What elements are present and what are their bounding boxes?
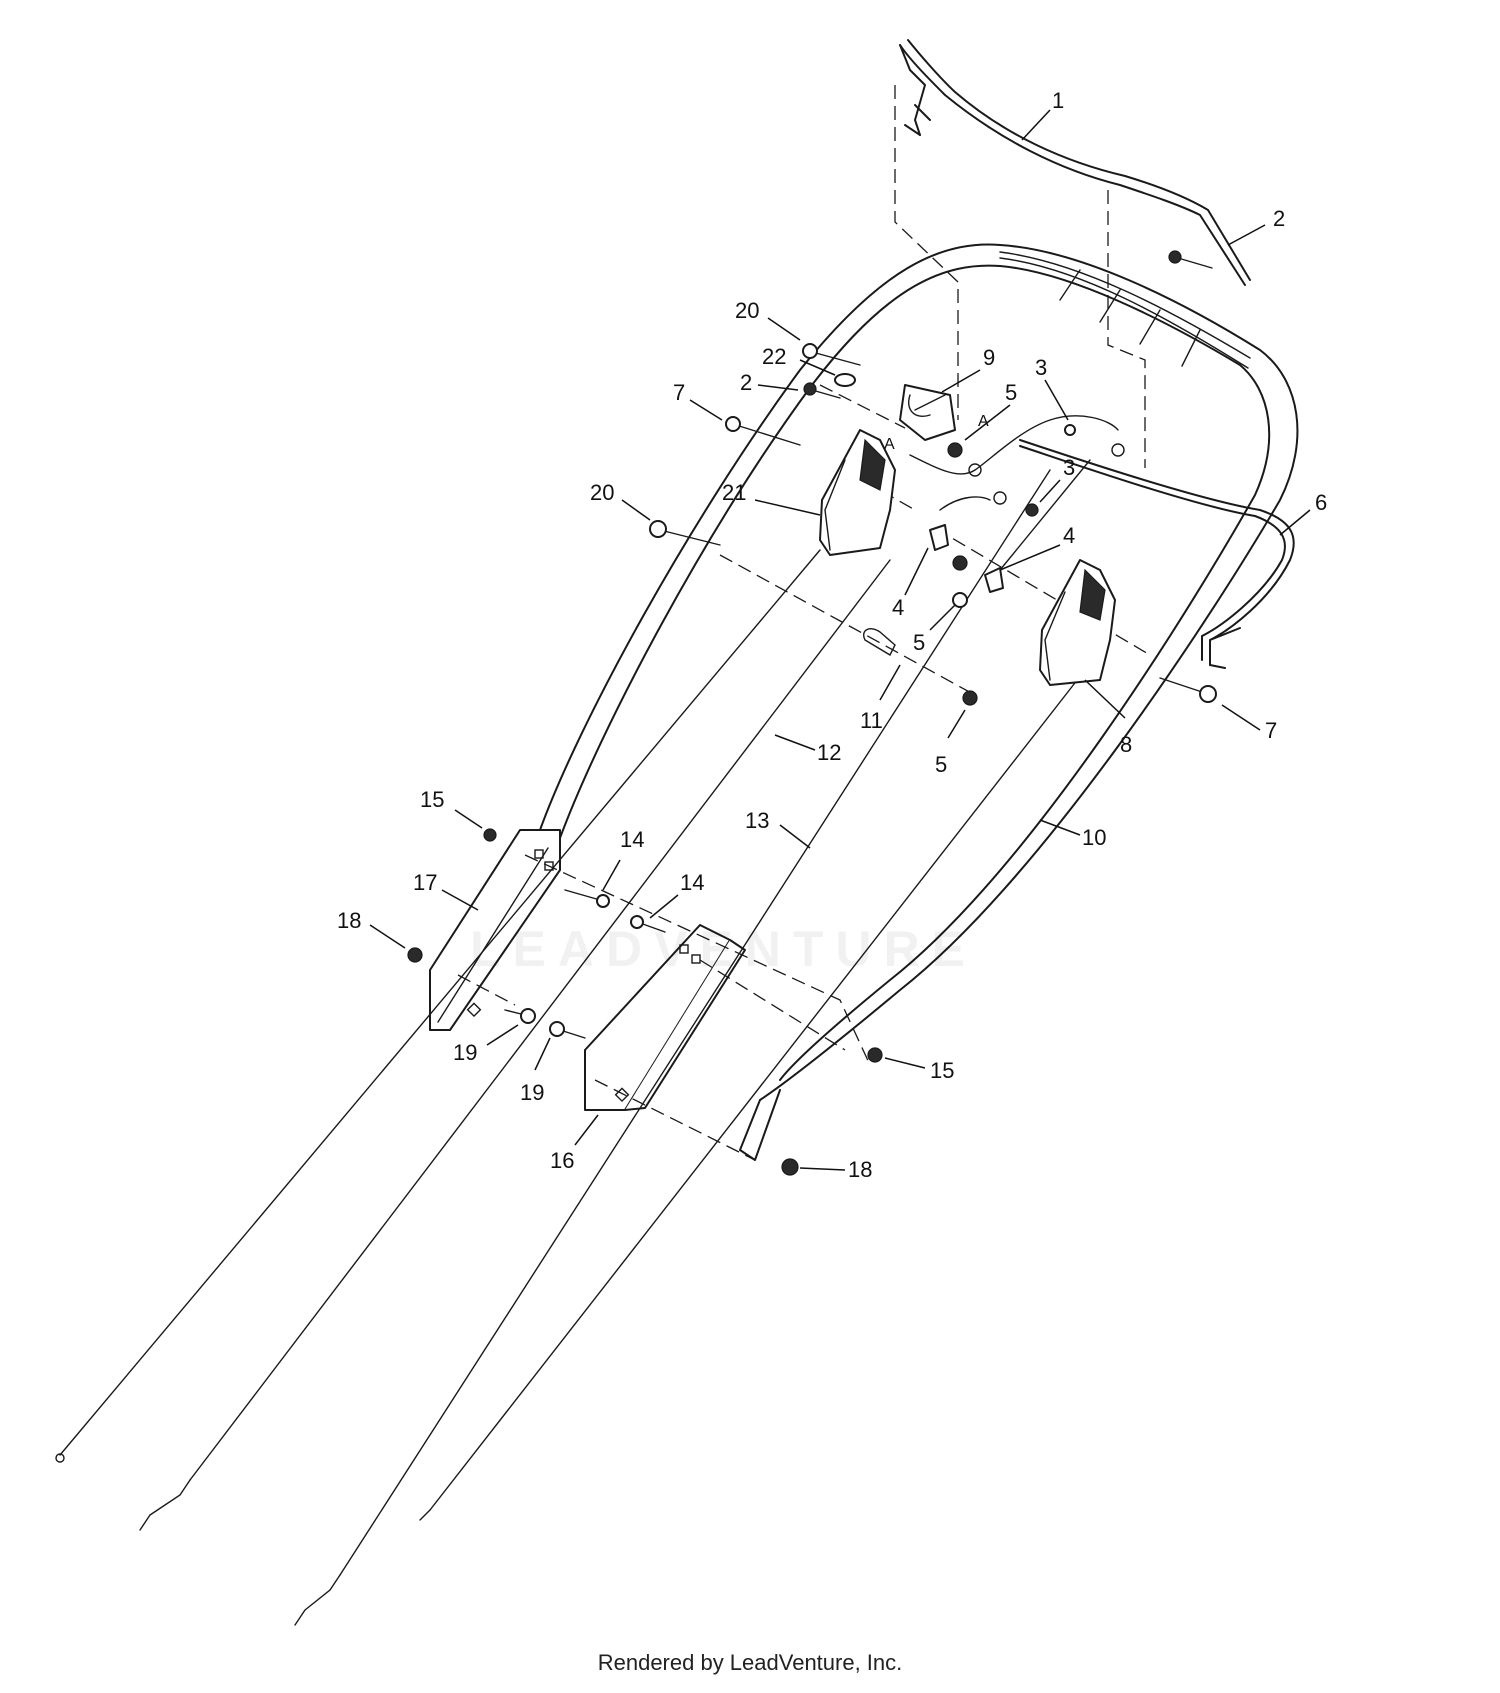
callout-12: 12 bbox=[774, 734, 841, 765]
callout-2: 2 bbox=[740, 370, 799, 395]
callout-15: 15 bbox=[420, 787, 483, 829]
svg-text:14: 14 bbox=[680, 870, 704, 895]
callout-4: 4 bbox=[999, 523, 1075, 571]
svg-text:7: 7 bbox=[1265, 718, 1277, 743]
svg-text:3: 3 bbox=[1063, 455, 1075, 480]
callout-17: 17 bbox=[413, 870, 479, 911]
callout-3: 3 bbox=[1035, 355, 1069, 421]
svg-text:2: 2 bbox=[740, 370, 752, 395]
footer-credit: Rendered by LeadVenture, Inc. bbox=[597, 1650, 903, 1675]
callout-19: 19 bbox=[453, 1024, 519, 1065]
callout-6: 6 bbox=[1279, 490, 1327, 536]
svg-text:18: 18 bbox=[848, 1157, 872, 1182]
callout-2: 2 bbox=[1227, 206, 1285, 246]
svg-text:20: 20 bbox=[735, 298, 759, 323]
svg-text:8: 8 bbox=[1120, 732, 1132, 757]
callout-18: 18 bbox=[799, 1157, 872, 1182]
svg-text:19: 19 bbox=[453, 1040, 477, 1065]
callout-1: 1 bbox=[1021, 88, 1064, 141]
cables bbox=[55, 469, 1086, 1626]
svg-text:12: 12 bbox=[817, 740, 841, 765]
svg-text:17: 17 bbox=[413, 870, 437, 895]
callout-3: 3 bbox=[1039, 455, 1075, 503]
callout-13: 13 bbox=[745, 808, 811, 849]
callout-15: 15 bbox=[884, 1057, 954, 1083]
svg-text:7: 7 bbox=[673, 380, 685, 405]
svg-text:9: 9 bbox=[983, 345, 995, 370]
callout-5: 5 bbox=[964, 380, 1017, 441]
callout-8: 8 bbox=[1084, 679, 1132, 757]
svg-text:1: 1 bbox=[1052, 88, 1064, 113]
bail-6 bbox=[1019, 439, 1295, 669]
svg-text:18: 18 bbox=[337, 908, 361, 933]
bracket-9 bbox=[899, 384, 956, 441]
callout-18: 18 bbox=[337, 908, 406, 949]
lever-8 bbox=[1039, 559, 1116, 686]
assembly-letter-a: A bbox=[884, 436, 895, 453]
callout-9: 9 bbox=[941, 345, 995, 393]
svg-text:14: 14 bbox=[620, 827, 644, 852]
callouts: 1 2 20 22 2 9 3 7 5 20 21 3 6 4 4 5 11 1… bbox=[337, 88, 1327, 1182]
upper-handle bbox=[539, 243, 1299, 1101]
svg-text:4: 4 bbox=[1063, 523, 1075, 548]
callout-22: 22 bbox=[762, 344, 836, 376]
svg-text:13: 13 bbox=[745, 808, 769, 833]
svg-text:11: 11 bbox=[860, 708, 883, 733]
cable-links bbox=[863, 415, 1125, 656]
svg-text:3: 3 bbox=[1035, 355, 1047, 380]
callout-4: 4 bbox=[892, 547, 929, 620]
callout-16: 16 bbox=[550, 1114, 599, 1173]
svg-text:15: 15 bbox=[420, 787, 444, 812]
bracket-17 bbox=[429, 829, 561, 1031]
callout-5: 5 bbox=[913, 604, 956, 655]
callout-11: 11 bbox=[860, 664, 901, 733]
svg-text:5: 5 bbox=[935, 752, 947, 777]
svg-text:6: 6 bbox=[1315, 490, 1327, 515]
svg-text:4: 4 bbox=[892, 595, 904, 620]
fasteners bbox=[407, 250, 1217, 1176]
bracket-16 bbox=[584, 924, 746, 1111]
assembly-letter-a: A bbox=[978, 413, 989, 430]
callout-14: 14 bbox=[602, 827, 644, 891]
svg-text:19: 19 bbox=[520, 1080, 544, 1105]
svg-text:5: 5 bbox=[1005, 380, 1017, 405]
bail-1 bbox=[899, 39, 1251, 286]
svg-text:16: 16 bbox=[550, 1148, 574, 1173]
watermark: LEADVENTURE bbox=[470, 921, 978, 977]
callout-21: 21 bbox=[722, 480, 821, 516]
callout-14: 14 bbox=[649, 870, 704, 919]
svg-text:21: 21 bbox=[722, 480, 746, 505]
callout-20: 20 bbox=[735, 298, 801, 341]
svg-text:10: 10 bbox=[1082, 825, 1106, 850]
svg-text:5: 5 bbox=[913, 630, 925, 655]
callout-19: 19 bbox=[520, 1037, 551, 1105]
lever-21 bbox=[819, 429, 896, 556]
callout-5: 5 bbox=[935, 709, 966, 777]
svg-text:22: 22 bbox=[762, 344, 786, 369]
callout-7: 7 bbox=[673, 380, 723, 421]
callout-7: 7 bbox=[1221, 704, 1277, 743]
svg-text:15: 15 bbox=[930, 1058, 954, 1083]
callout-10: 10 bbox=[1039, 819, 1106, 850]
svg-text:20: 20 bbox=[590, 480, 614, 505]
svg-text:2: 2 bbox=[1273, 206, 1285, 231]
alignment-lines bbox=[457, 85, 1151, 1161]
callout-20: 20 bbox=[590, 480, 651, 521]
